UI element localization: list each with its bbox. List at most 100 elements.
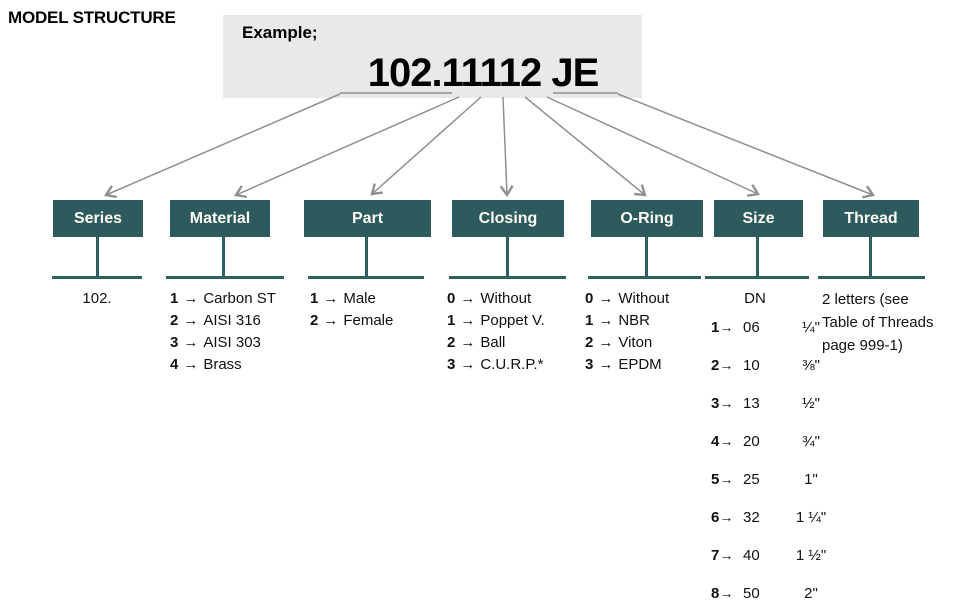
dn-value: 50 [743, 585, 760, 602]
option-key: 2 [447, 334, 456, 351]
maps-to-arrow-icon: → [719, 319, 734, 335]
part-connector-vertical [365, 237, 368, 277]
maps-to-arrow-icon: → [598, 312, 614, 329]
option-key: 3 [447, 356, 456, 373]
inch-value: ⅜" [802, 357, 820, 374]
dn-value: 32 [743, 509, 760, 526]
closing-connector-horizontal [449, 276, 566, 279]
option-value: Carbon ST [203, 290, 276, 307]
o-ring-header-box: O-Ring [591, 200, 703, 237]
maps-to-arrow-icon: → [598, 356, 614, 373]
option-key: 3 [170, 334, 179, 351]
closing-option: 2→Ball [447, 332, 545, 354]
maps-to-arrow-icon: → [719, 395, 734, 411]
dn-column-header: DN [744, 290, 766, 307]
maps-to-arrow-icon: → [323, 312, 339, 329]
o-ring-option: 2→Viton [585, 332, 669, 354]
maps-to-arrow-icon: → [460, 334, 476, 351]
maps-to-arrow-icon: → [598, 290, 614, 307]
maps-to-arrow-icon: → [719, 471, 734, 487]
material-option: 4→Brass [170, 354, 276, 376]
option-key: 2 [585, 334, 594, 351]
example-label: Example; [242, 23, 318, 42]
inch-value: 1" [804, 471, 818, 488]
maps-to-arrow-icon: → [183, 312, 199, 329]
material-option: 3→AISI 303 [170, 332, 276, 354]
size-header-box: Size [714, 200, 803, 237]
maps-to-arrow-icon: → [183, 356, 199, 373]
o-ring-option: 0→Without [585, 288, 669, 310]
material-header-box: Material [170, 200, 270, 237]
thread-header-label: Thread [844, 209, 898, 227]
thread-note-line: page 999-1) [822, 337, 903, 354]
material-option: 1→Carbon ST [170, 288, 276, 310]
option-value: Without [480, 290, 532, 307]
option-value: Poppet V. [480, 312, 545, 329]
maps-to-arrow-icon: → [183, 334, 199, 351]
option-value: Male [343, 290, 376, 307]
option-key: 6→ [711, 509, 734, 526]
thread-connector-vertical [869, 237, 872, 277]
arrow-to-material [234, 96, 460, 199]
option-key: 1→ [711, 319, 734, 336]
o-ring-header-label: O-Ring [620, 209, 674, 227]
thread-note-line: 2 letters (see [822, 291, 909, 308]
option-value: Without [618, 290, 670, 307]
page-title: MODEL STRUCTURE [8, 8, 176, 27]
material-header-label: Material [189, 209, 251, 227]
thread-note-line: Table of Threads [822, 314, 934, 331]
closing-option: 0→Without [447, 288, 545, 310]
arrow-to-o-ring [524, 96, 647, 197]
size-connector-horizontal [705, 276, 809, 279]
option-key: 0 [447, 290, 456, 307]
size-connector-vertical [756, 237, 759, 277]
series-values: 102. [52, 288, 142, 310]
part-connector-horizontal [308, 276, 424, 279]
option-value: Female [343, 312, 394, 329]
option-key: 0 [585, 290, 594, 307]
maps-to-arrow-icon: → [183, 290, 199, 307]
inch-value: ¾" [802, 433, 820, 450]
option-key: 1 [585, 312, 594, 329]
option-key: 4→ [711, 433, 734, 450]
part-header-box: Part [304, 200, 431, 237]
inch-value: 2" [804, 585, 818, 602]
option-key: 1 [310, 290, 319, 307]
size-header-label: Size [742, 209, 775, 227]
maps-to-arrow-icon: → [719, 547, 734, 563]
option-key: 1 [447, 312, 456, 329]
option-value: C.U.R.P.* [480, 356, 544, 373]
arrow-to-part [370, 96, 482, 196]
size-option: 8→ 50 2" [705, 582, 843, 605]
option-key: 5→ [711, 471, 734, 488]
option-key: 2 [170, 312, 179, 329]
part-header-label: Part [351, 209, 384, 227]
series-value: 102. [82, 290, 112, 307]
series-header-label: Series [73, 209, 123, 227]
example-box: Example; 102.11112 JE [223, 15, 642, 98]
o-ring-connector-vertical [645, 237, 648, 277]
series-connector-horizontal [52, 276, 142, 279]
part-option: 2→Female [310, 310, 393, 332]
option-value: EPDM [618, 356, 662, 373]
dn-value: 13 [743, 395, 760, 412]
maps-to-arrow-icon: → [719, 509, 734, 525]
maps-to-arrow-icon: → [719, 357, 734, 373]
closing-connector-vertical [506, 237, 509, 277]
option-value: Ball [480, 334, 506, 351]
maps-to-arrow-icon: → [460, 356, 476, 373]
option-key: 8→ [711, 585, 734, 602]
example-model-code: 102.11112 JE [367, 51, 600, 95]
maps-to-arrow-icon: → [719, 433, 734, 449]
maps-to-arrow-icon: → [460, 290, 476, 307]
option-value: NBR [618, 312, 651, 329]
maps-to-arrow-icon: → [719, 585, 734, 601]
option-key: 2 [310, 312, 319, 329]
